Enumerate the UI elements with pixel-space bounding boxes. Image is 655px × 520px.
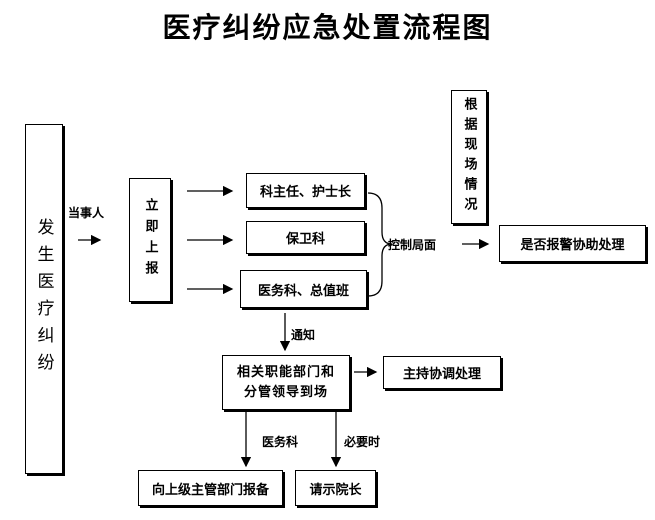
- node-related-depts: 相关职能部门和分管领导到场: [222, 355, 350, 410]
- edge-label-medical-affairs: 医务科: [262, 435, 299, 449]
- node-immediate-report-label: 立即上报: [142, 198, 158, 282]
- page-title: 医疗纠纷应急处置流程图: [162, 11, 493, 44]
- node-director-head-nurse: 科主任、护士长: [246, 173, 365, 208]
- node-host-coordination-label: 主持协调处理: [402, 367, 481, 382]
- node-related-depts-label: 相关职能部门和分管领导到场: [236, 364, 335, 400]
- edge-label-control-scene: 控制局面: [388, 238, 437, 252]
- node-occurrence: 发生医疗纠纷: [25, 124, 63, 474]
- brace-control: [367, 192, 393, 297]
- edge-label-when-necessary: 必要时: [344, 435, 381, 449]
- node-director-head-nurse-label: 科主任、护士长: [259, 185, 351, 200]
- node-police-assist-label: 是否报警协助处理: [520, 238, 625, 253]
- node-police-assist: 是否报警协助处理: [499, 225, 646, 262]
- node-situation: 根据现场情况: [451, 90, 487, 224]
- node-security-dept: 保卫科: [246, 221, 365, 254]
- node-occurrence-label: 发生医疗纠纷: [33, 218, 54, 380]
- node-immediate-report: 立即上报: [129, 178, 171, 302]
- node-host-coordination: 主持协调处理: [383, 356, 501, 389]
- node-medical-affairs-duty: 医务科、总值班: [240, 270, 367, 308]
- node-ask-president: 请示院长: [295, 470, 376, 506]
- node-security-dept-label: 保卫科: [285, 232, 325, 247]
- node-report-upper: 向上级主管部门报备: [138, 470, 283, 506]
- edge-label-party: 当事人: [68, 206, 105, 220]
- node-ask-president-label: 请示院长: [309, 482, 362, 498]
- node-report-upper-label: 向上级主管部门报备: [151, 482, 269, 498]
- node-situation-label: 根据现场情况: [461, 97, 477, 217]
- node-medical-affairs-duty-label: 医务科、总值班: [257, 283, 349, 299]
- edge-label-notify: 通知: [291, 328, 316, 342]
